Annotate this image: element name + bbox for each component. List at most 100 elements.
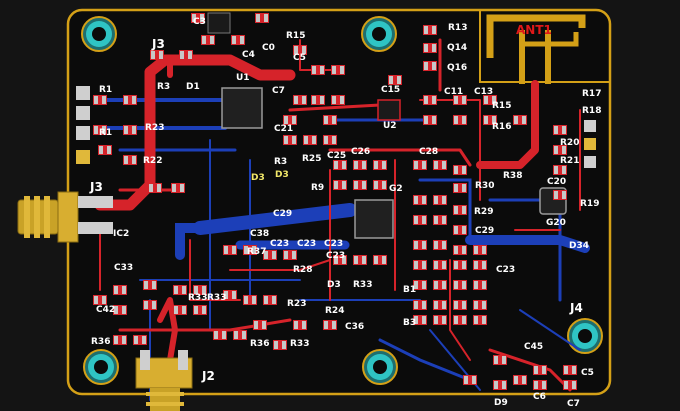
label-r1b: R1 — [99, 128, 112, 138]
label-r17: R17 — [582, 89, 601, 99]
label-c23c: C23 — [324, 239, 343, 249]
smd-pad-0 — [150, 50, 164, 60]
smd-pad-96 — [323, 320, 337, 330]
smd-pad-73 — [453, 280, 467, 290]
smd-pad-25 — [553, 165, 567, 175]
smd-pad-41 — [353, 160, 367, 170]
smd-pad-12 — [423, 25, 437, 35]
smd-pad-91 — [223, 290, 237, 300]
smd-pad-65 — [353, 255, 367, 265]
smd-pad-59 — [473, 245, 487, 255]
smd-pad-55 — [453, 225, 467, 235]
smd-pad-2 — [201, 35, 215, 45]
smd-pad-27 — [283, 115, 297, 125]
label-c6: C6 — [533, 392, 546, 402]
label-c23a: C23 — [270, 239, 289, 249]
smd-pad-84 — [113, 305, 127, 315]
smd-pad-86 — [143, 300, 157, 310]
label-r19: R19 — [580, 199, 599, 209]
smd-pad-62 — [453, 260, 467, 270]
smd-pad-101 — [133, 335, 147, 345]
label-c45: C45 — [524, 342, 543, 352]
label-r9: R9 — [311, 183, 324, 193]
smd-pad-17 — [453, 95, 467, 105]
label-r18: R18 — [582, 106, 601, 116]
sma-connector-j2 — [135, 350, 193, 411]
smd-pad-77 — [453, 300, 467, 310]
smd-pad-63 — [473, 260, 487, 270]
smd-pad-28 — [283, 135, 297, 145]
label-r36a: R36 — [91, 337, 110, 347]
smd-pad-22 — [513, 115, 527, 125]
label-g2: G2 — [389, 184, 403, 194]
smd-pad-64 — [333, 255, 347, 265]
label-c38: C38 — [250, 229, 269, 239]
smd-pad-70 — [283, 250, 297, 260]
u2-chip — [354, 199, 394, 239]
label-c0: C0 — [262, 43, 275, 53]
label-c26: C26 — [351, 147, 370, 157]
smd-pad-32 — [93, 95, 107, 105]
smd-pad-15 — [388, 75, 402, 85]
smd-pad-6 — [293, 45, 307, 55]
smd-pad-109 — [563, 380, 577, 390]
antenna-area: ANT1 — [479, 10, 610, 84]
smd-pad-30 — [323, 135, 337, 145]
label-c29b: C29 — [475, 226, 494, 236]
label-r3: R3 — [157, 82, 170, 92]
antenna-label: ANT1 — [516, 23, 552, 37]
smd-pad-80 — [433, 315, 447, 325]
smd-pad-100 — [113, 335, 127, 345]
label-r28: R28 — [293, 265, 312, 275]
smd-pad-8 — [331, 65, 345, 75]
smd-pad-3 — [231, 35, 245, 45]
label-c13: C13 — [474, 87, 493, 97]
label-r37: R37 — [247, 247, 266, 257]
smd-pad-39 — [171, 183, 185, 193]
smd-pad-79 — [413, 315, 427, 325]
smd-pad-57 — [433, 240, 447, 250]
label-d3b: D3 — [275, 170, 289, 180]
label-u2: U2 — [383, 121, 397, 131]
smd-pad-5 — [191, 13, 205, 23]
label-r33d: R33 — [290, 339, 309, 349]
label-r22: R22 — [143, 156, 162, 166]
smd-pad-78 — [473, 300, 487, 310]
smd-pad-48 — [453, 165, 467, 175]
label-c33: C33 — [114, 263, 133, 273]
label-r33b: R33 — [188, 293, 207, 303]
label-b1: B1 — [403, 285, 416, 295]
label-c4: C4 — [242, 50, 255, 60]
label-c25: C25 — [327, 151, 346, 161]
smd-pads — [93, 13, 577, 390]
label-d34: D34 — [569, 241, 589, 251]
label-r21: R21 — [560, 156, 579, 166]
smd-pad-45 — [373, 180, 387, 190]
smd-pad-7 — [311, 65, 325, 75]
label-b3: B3 — [403, 318, 416, 328]
label-r15-top: R15 — [286, 31, 305, 41]
smd-pad-93 — [263, 295, 277, 305]
smd-pad-9 — [293, 95, 307, 105]
smd-pad-43 — [333, 180, 347, 190]
label-c5b: C5 — [581, 368, 594, 378]
label-r25: R25 — [302, 154, 321, 164]
label-c29a: C29 — [273, 209, 292, 219]
smd-pad-61 — [433, 260, 447, 270]
label-c42: C42 — [96, 305, 115, 315]
label-g20: G20 — [546, 218, 566, 228]
smd-pad-47 — [433, 160, 447, 170]
label-c28: C28 — [419, 147, 438, 157]
smd-pad-81 — [453, 315, 467, 325]
smd-pad-49 — [453, 183, 467, 193]
smd-pad-46 — [413, 160, 427, 170]
top-chip — [207, 12, 231, 34]
label-r24: R24 — [325, 306, 344, 316]
smd-pad-29 — [303, 135, 317, 145]
smd-pad-72 — [433, 280, 447, 290]
mounting-holes — [81, 16, 603, 385]
smd-pad-44 — [353, 180, 367, 190]
smd-pad-103 — [513, 375, 527, 385]
label-c23e: C23 — [496, 265, 515, 275]
